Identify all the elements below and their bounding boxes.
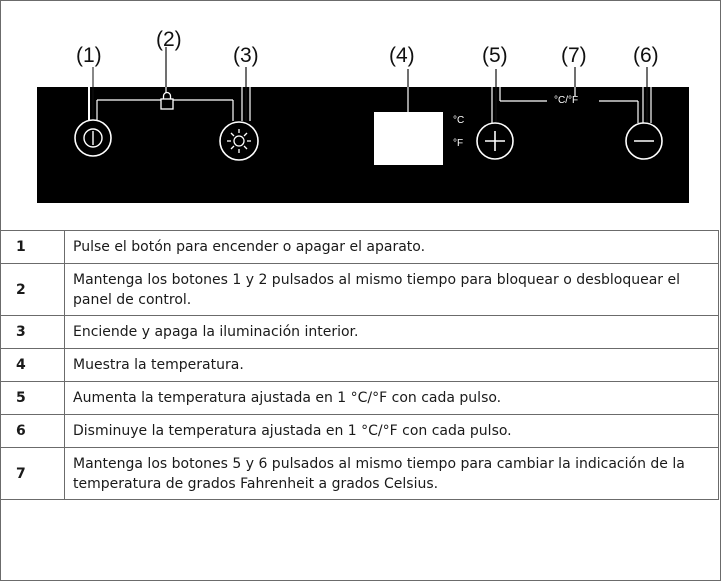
legend-number: 3: [0, 315, 65, 349]
control-panel-diagram: (1) (2) (3) (4) (5) (7) (6): [1, 1, 720, 230]
legend-description: Pulse el botón para encender o apagar el…: [64, 230, 719, 264]
callout-6: (6): [633, 44, 659, 67]
callout-2: (2): [156, 28, 182, 51]
legend-description: Aumenta la temperatura ajustada en 1 °C/…: [64, 381, 719, 415]
callout-1: (1): [76, 44, 102, 67]
celsius-label: °C: [453, 115, 465, 126]
legend-number: 4: [0, 348, 65, 382]
temperature-display: [374, 112, 443, 165]
legend-description: Enciende y apaga la iluminación interior…: [64, 315, 719, 349]
callout-3: (3): [233, 44, 259, 67]
legend-table: 1 Pulse el botón para encender o apagar …: [0, 230, 719, 500]
legend-number: 1: [0, 230, 65, 264]
table-row: 7 Mantenga los botones 5 y 6 pulsados al…: [0, 447, 719, 500]
callout-5: (5): [482, 44, 508, 67]
legend-number: 2: [0, 263, 65, 316]
legend-number: 7: [0, 447, 65, 500]
legend-description: Disminuye la temperatura ajustada en 1 °…: [64, 414, 719, 448]
table-row: 3 Enciende y apaga la iluminación interi…: [0, 315, 719, 349]
power-icon: [74, 119, 112, 157]
legend-description: Muestra la temperatura.: [64, 348, 719, 382]
table-row: 4 Muestra la temperatura.: [0, 348, 719, 382]
legend-description: Mantenga los botones 5 y 6 pulsados al m…: [64, 447, 719, 500]
unit-toggle-label: °C/°F: [553, 95, 580, 106]
table-row: 1 Pulse el botón para encender o apagar …: [0, 230, 719, 264]
legend-description: Mantenga los botones 1 y 2 pulsados al m…: [64, 263, 719, 316]
table-row: 6 Disminuye la temperatura ajustada en 1…: [0, 414, 719, 448]
table-row: 2 Mantenga los botones 1 y 2 pulsados al…: [0, 263, 719, 316]
fahrenheit-label: °F: [453, 138, 464, 149]
callout-7: (7): [561, 44, 587, 67]
lock-icon: [160, 91, 174, 110]
table-row: 5 Aumenta la temperatura ajustada en 1 °…: [0, 381, 719, 415]
plus-icon: [476, 122, 514, 160]
panel-graphics: [74, 47, 663, 161]
minus-icon: [625, 122, 663, 160]
legend-number: 5: [0, 381, 65, 415]
light-bulb-icon: [219, 121, 259, 161]
legend-number: 6: [0, 414, 65, 448]
control-panel: [37, 87, 689, 203]
callout-4: (4): [389, 44, 415, 67]
